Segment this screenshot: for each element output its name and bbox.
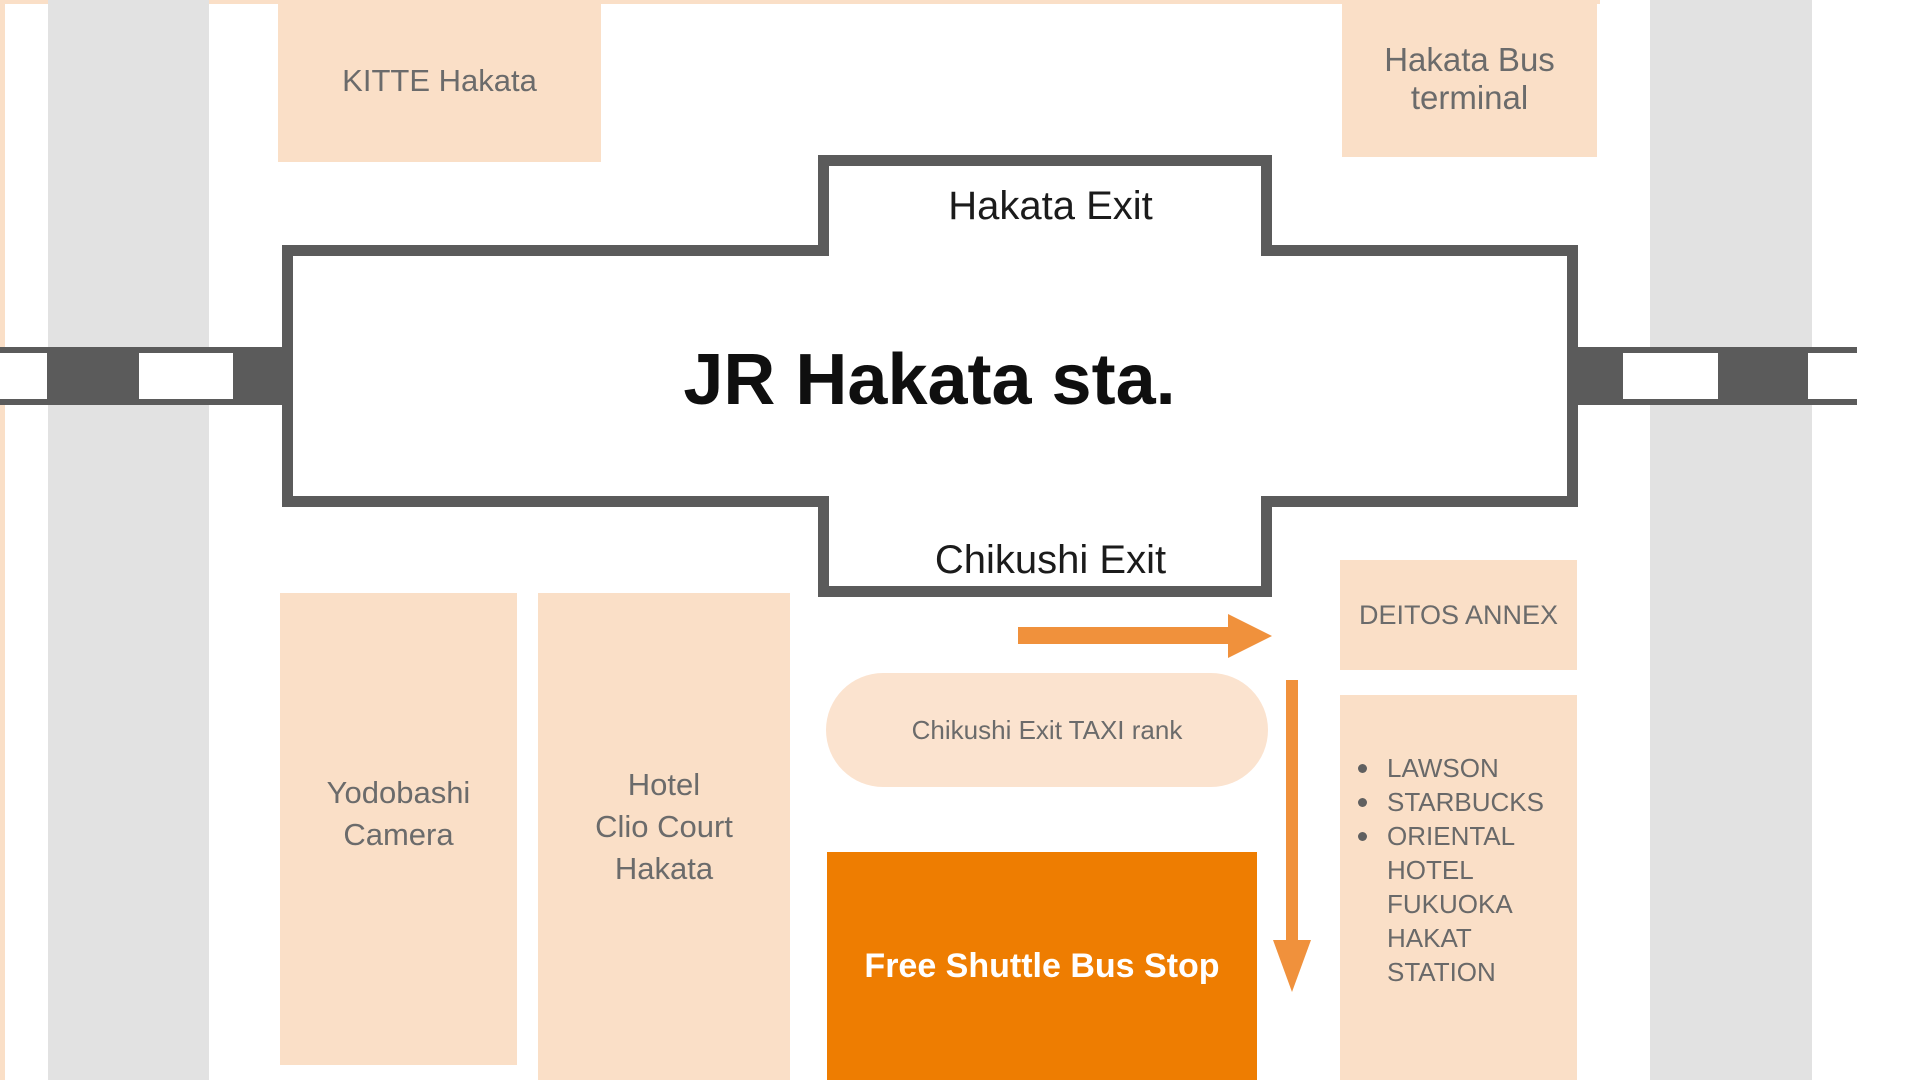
list-item: LAWSON bbox=[1358, 751, 1577, 785]
bullet-icon bbox=[1358, 798, 1367, 807]
landmark-starbucks: STARBUCKS bbox=[1387, 787, 1544, 817]
track-tie bbox=[1623, 353, 1718, 399]
bus-terminal-label: Hakata Bus terminal bbox=[1384, 40, 1555, 116]
kitte-label: KITTE Hakata bbox=[342, 63, 537, 98]
railway-track-left bbox=[0, 347, 287, 405]
building-landmark-list: LAWSON STARBUCKS ORIENTAL HOTEL FUKUOKA … bbox=[1340, 695, 1577, 1080]
hotel-clio-label: Hotel Clio Court Hakata bbox=[595, 766, 733, 886]
list-item: STARBUCKS bbox=[1358, 785, 1577, 819]
map-left-edge-line bbox=[0, 0, 5, 1080]
landmark-lawson: LAWSON bbox=[1387, 753, 1499, 783]
shuttle-stop-label: Free Shuttle Bus Stop bbox=[864, 946, 1220, 985]
building-yodobashi-camera: Yodobashi Camera bbox=[280, 593, 517, 1065]
landmark-oriental-hotel: ORIENTAL HOTEL FUKUOKA HAKAT STATION bbox=[1387, 821, 1516, 987]
chikushi-exit-text: Chikushi Exit bbox=[934, 537, 1167, 582]
station-title: JR Hakata sta. bbox=[287, 260, 1572, 500]
deitos-annex-label: DEITOS ANNEX bbox=[1358, 600, 1559, 630]
hakata-exit-text: Hakata Exit bbox=[948, 183, 1153, 228]
taxi-rank-pill: Chikushi Exit TAXI rank bbox=[826, 673, 1268, 787]
taxi-rank-label: Chikushi Exit TAXI rank bbox=[911, 714, 1183, 745]
building-hotel-clio-court: Hotel Clio Court Hakata bbox=[538, 593, 790, 1080]
bullet-icon bbox=[1358, 764, 1367, 773]
track-tie bbox=[139, 353, 233, 399]
bullet-icon bbox=[1358, 832, 1367, 841]
building-hakata-bus-terminal: Hakata Bus terminal bbox=[1342, 0, 1597, 157]
track-tie bbox=[0, 353, 47, 399]
building-deitos-annex: DEITOS ANNEX bbox=[1340, 560, 1577, 670]
chikushi-exit-label: Chikushi Exit bbox=[829, 520, 1272, 600]
map-top-edge-line bbox=[0, 0, 1600, 4]
yodobashi-label: Yodobashi Camera bbox=[326, 775, 471, 852]
list-item: ORIENTAL HOTEL FUKUOKA HAKAT STATION bbox=[1358, 819, 1577, 989]
road-left bbox=[48, 0, 209, 1080]
station-title-text: JR Hakata sta. bbox=[683, 340, 1176, 420]
railway-track-right bbox=[1578, 347, 1857, 405]
free-shuttle-bus-stop: Free Shuttle Bus Stop bbox=[827, 852, 1257, 1080]
building-kitte-hakata: KITTE Hakata bbox=[278, 0, 601, 162]
track-tie bbox=[1808, 353, 1857, 399]
hakata-exit-label: Hakata Exit bbox=[829, 166, 1272, 246]
road-right bbox=[1650, 0, 1812, 1080]
